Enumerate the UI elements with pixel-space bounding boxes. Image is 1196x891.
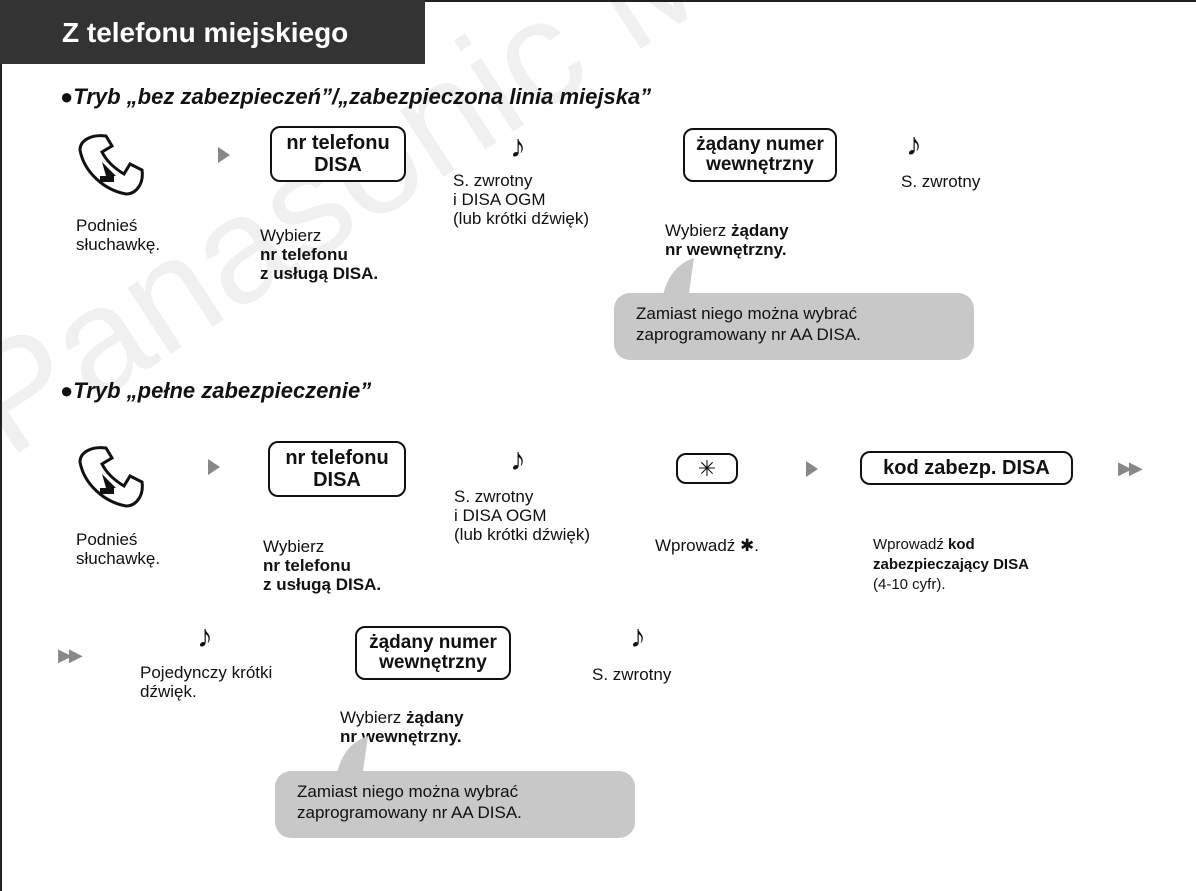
tone1-caption-1: S. zwrotny i DISA OGM (lub krótki dźwięk… (453, 171, 590, 228)
tip-bubble-2: Zamiast niego można wybrać zaprogramowan… (275, 771, 635, 838)
phone-caption-1: Podnieś słuchawkę. (76, 216, 161, 254)
arrow-right-icon (208, 459, 220, 475)
disa-number-key-1: nr telefonu DISA (270, 126, 406, 182)
key-label-line2: DISA (314, 154, 362, 176)
dial-ext-caption-2: Wybierz żądany nr wewnętrzny. (340, 708, 464, 746)
star-key: ✳ (676, 453, 738, 484)
handset-icon (78, 134, 144, 196)
continue-arrow-left-icon: ▶▶ (58, 645, 83, 665)
tone-icon-4: ♪ (197, 618, 213, 654)
security-code-caption: Wprowadź kod zabezpieczający DISA (4-10 … (873, 536, 1029, 593)
single-tone-caption: Pojedynczy krótki dźwięk. (140, 663, 273, 701)
tone1-caption-2: S. zwrotny i DISA OGM (lub krótki dźwięk… (454, 487, 591, 544)
dial-disa-caption-1: Wybierz nr telefonu z usługą DISA. (260, 226, 379, 283)
extension-key-2: żądany numer wewnętrzny (355, 626, 511, 680)
security-code-key: kod zabezp. DISA (860, 451, 1073, 485)
section-tab: Z telefonu miejskiego (0, 0, 425, 64)
tone2-caption-2: S. zwrotny (592, 665, 672, 684)
phone-caption-2: Podnieś słuchawkę. (76, 530, 161, 568)
continue-arrow-icon: ▶▶ (1118, 458, 1143, 478)
star-caption: Wprowadź ✱. (655, 536, 759, 555)
dial-ext-caption-1: Wybierz żądany nr wewnętrzny. (665, 221, 789, 259)
tone-icon-3: ♪ (510, 441, 526, 477)
tone-icon-2: ♪ (906, 126, 922, 162)
extension-key-1: żądany numer wewnętrzny (683, 128, 837, 182)
handset-icon (78, 446, 144, 508)
bubble-tail-1 (662, 258, 694, 300)
tone-icon-1: ♪ (510, 128, 526, 164)
tone-icon-5: ♪ (630, 618, 646, 654)
dial-disa-caption-2: Wybierz nr telefonu z usługą DISA. (263, 537, 382, 594)
tone2-caption-1: S. zwrotny (901, 172, 981, 191)
tip-bubble-1: Zamiast niego można wybrać zaprogramowan… (614, 293, 974, 360)
bubble-tail-2 (336, 736, 368, 778)
arrow-right-icon (218, 147, 230, 163)
key-label-line1: nr telefonu (286, 132, 390, 154)
disa-number-key-2: nr telefonu DISA (268, 441, 406, 497)
arrow-right-icon (806, 461, 818, 477)
mode-title-2: ●Tryb „pełne zabezpieczenie” (60, 378, 372, 403)
mode-title-1: ●Tryb „bez zabezpieczeń”/„zabezpieczona … (60, 84, 652, 109)
